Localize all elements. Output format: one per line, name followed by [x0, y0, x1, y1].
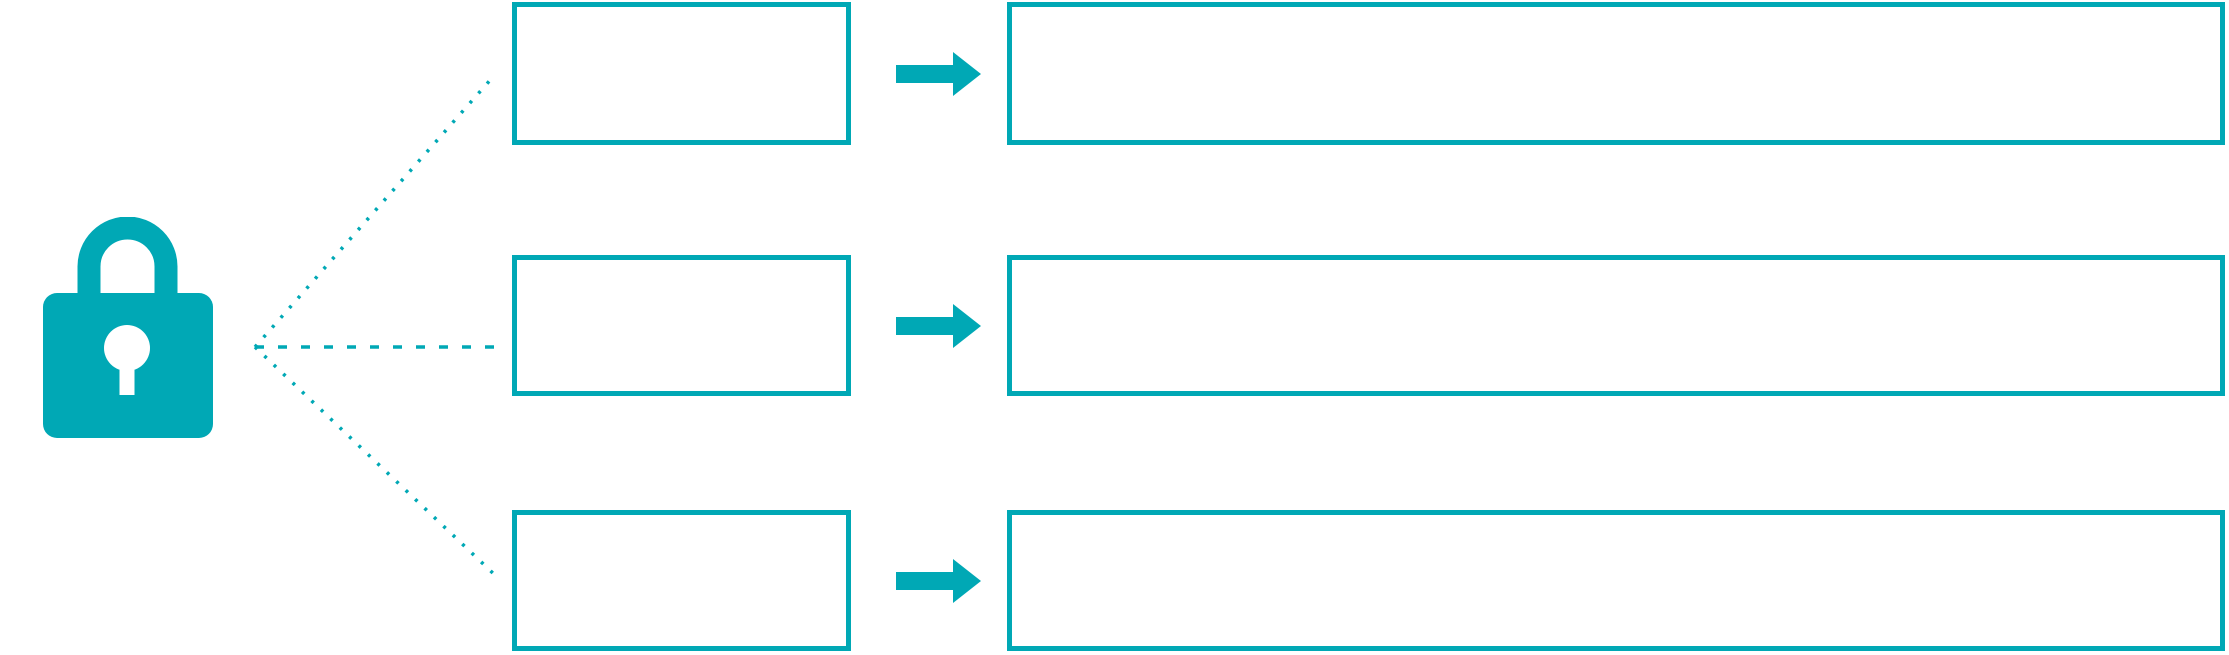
arrow-right-icon: [896, 51, 981, 96]
arrow-right-icon: [896, 303, 981, 348]
small-box: [512, 255, 851, 396]
large-box: [1007, 2, 2225, 145]
small-box: [512, 510, 851, 651]
large-box: [1007, 510, 2225, 651]
diagram-row: [0, 255, 2229, 396]
arrow-right-icon: [896, 558, 981, 603]
diagram-row: [0, 510, 2229, 651]
large-box: [1007, 255, 2225, 396]
diagram-row: [0, 2, 2229, 145]
small-box: [512, 2, 851, 145]
lock-icon: [43, 217, 213, 438]
